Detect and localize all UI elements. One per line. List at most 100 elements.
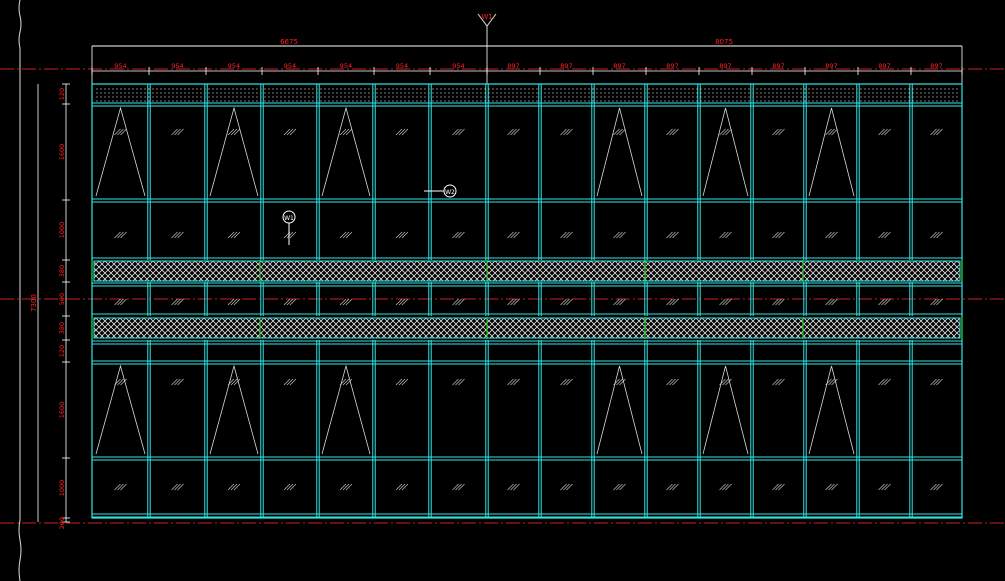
opening-vent-symbol (209, 106, 259, 197)
glass-hatch (452, 483, 459, 491)
glass-hatch (289, 298, 297, 306)
glass-hatch (566, 298, 573, 306)
bay-width-label: 954 (340, 62, 352, 70)
glass-hatch (114, 231, 121, 239)
glass-hatch (613, 231, 620, 239)
glass-hatch (455, 483, 462, 491)
vertical-dim-label: 380 (58, 322, 66, 334)
glass-hatch (398, 128, 406, 136)
glass-hatch (725, 483, 732, 491)
glass-hatch (507, 128, 514, 136)
glass-hatch (401, 378, 409, 386)
bay-width-label: 897 (507, 62, 519, 70)
glass-hatch (933, 378, 940, 386)
opening-vent-symbol (808, 107, 855, 197)
glass-hatch (283, 483, 291, 491)
glass-hatch (120, 483, 127, 491)
glass-hatch (672, 128, 679, 136)
glass-hatch (930, 378, 937, 386)
opening-vent-symbol (596, 107, 643, 197)
marker-w1-label: W1 (284, 215, 294, 222)
glass-hatch (828, 483, 835, 491)
vertical-dim-label: 500 (58, 293, 66, 305)
glass-hatch (339, 128, 347, 136)
glass-hatch (510, 483, 517, 491)
glass-hatch (455, 298, 462, 306)
vertical-dim-label: 1600 (58, 144, 66, 161)
glass-hatch (560, 128, 567, 136)
marker-w2: W2 (424, 184, 457, 198)
glass-hatch (174, 483, 181, 491)
glass-hatch (398, 231, 406, 239)
glass-hatch (672, 378, 679, 386)
glass-hatch (560, 483, 567, 491)
glass-hatch (725, 128, 732, 136)
glass-hatch (345, 231, 353, 239)
glass-hatch (177, 483, 184, 491)
glass-hatch (289, 128, 297, 136)
glass-hatch (613, 483, 620, 491)
vertical-dim-label: 380 (58, 265, 66, 277)
vertical-dim-label: 1600 (58, 402, 66, 419)
glass-hatch (513, 378, 520, 386)
glass-hatch (345, 298, 353, 306)
glass-hatch (452, 231, 459, 239)
glass-hatch (666, 378, 673, 386)
glass-hatch (778, 378, 785, 386)
glass-hatch (395, 298, 403, 306)
vertical-dim-label: 120 (58, 345, 66, 357)
glass-hatch (666, 128, 673, 136)
glass-hatch (177, 298, 184, 306)
glass-hatch (455, 128, 462, 136)
bay-width-label: 954 (171, 62, 183, 70)
glass-hatch (458, 231, 465, 239)
glass-hatch (286, 298, 294, 306)
glass-hatch (881, 231, 888, 239)
glass-hatch (395, 483, 403, 491)
marker-w1: W1 (282, 210, 296, 245)
glass-hatch (286, 231, 294, 239)
glass-hatch (930, 298, 937, 306)
glass-hatch (114, 298, 121, 306)
glass-hatch (510, 231, 517, 239)
opening-vent-symbol (321, 106, 371, 197)
bay-width-label: 897 (560, 62, 572, 70)
opening-vent-symbol (702, 107, 749, 197)
glass-hatch (458, 378, 465, 386)
hatched-spandrel-band-upper (93, 260, 961, 282)
bay-width-label: 954 (452, 62, 464, 70)
glass-hatch (825, 231, 832, 239)
glass-hatch (510, 128, 517, 136)
glass-hatch (339, 483, 347, 491)
glass-hatch (230, 231, 238, 239)
glass-hatch (825, 128, 832, 136)
glass-hatch (560, 231, 567, 239)
glass-hatch (778, 128, 785, 136)
bay-width-label: 897 (613, 62, 625, 70)
top-dotted-band (94, 86, 960, 103)
glass-hatch (120, 128, 127, 136)
glass-hatch (507, 298, 514, 306)
glass-hatch (401, 298, 409, 306)
glass-hatch (174, 298, 181, 306)
glass-hatch (725, 298, 732, 306)
glass-hatch (619, 128, 626, 136)
bay-width-label: 897 (719, 62, 731, 70)
glass-hatch (513, 128, 520, 136)
glass-hatch (233, 128, 241, 136)
glass-hatch (560, 378, 567, 386)
glass-hatch (828, 128, 835, 136)
glass-hatch (831, 298, 838, 306)
glass-hatch (342, 128, 350, 136)
vertical-dim-label: 1000 (58, 480, 66, 497)
glass-hatch (672, 231, 679, 239)
glass-hatch (566, 231, 573, 239)
glass-hatch (884, 298, 891, 306)
glass-hatch (619, 378, 626, 386)
glass-hatch (117, 378, 124, 386)
glass-hatch (289, 378, 297, 386)
bay-width-label: 897 (930, 62, 942, 70)
glass-hatch (619, 298, 626, 306)
glass-hatch (458, 298, 465, 306)
